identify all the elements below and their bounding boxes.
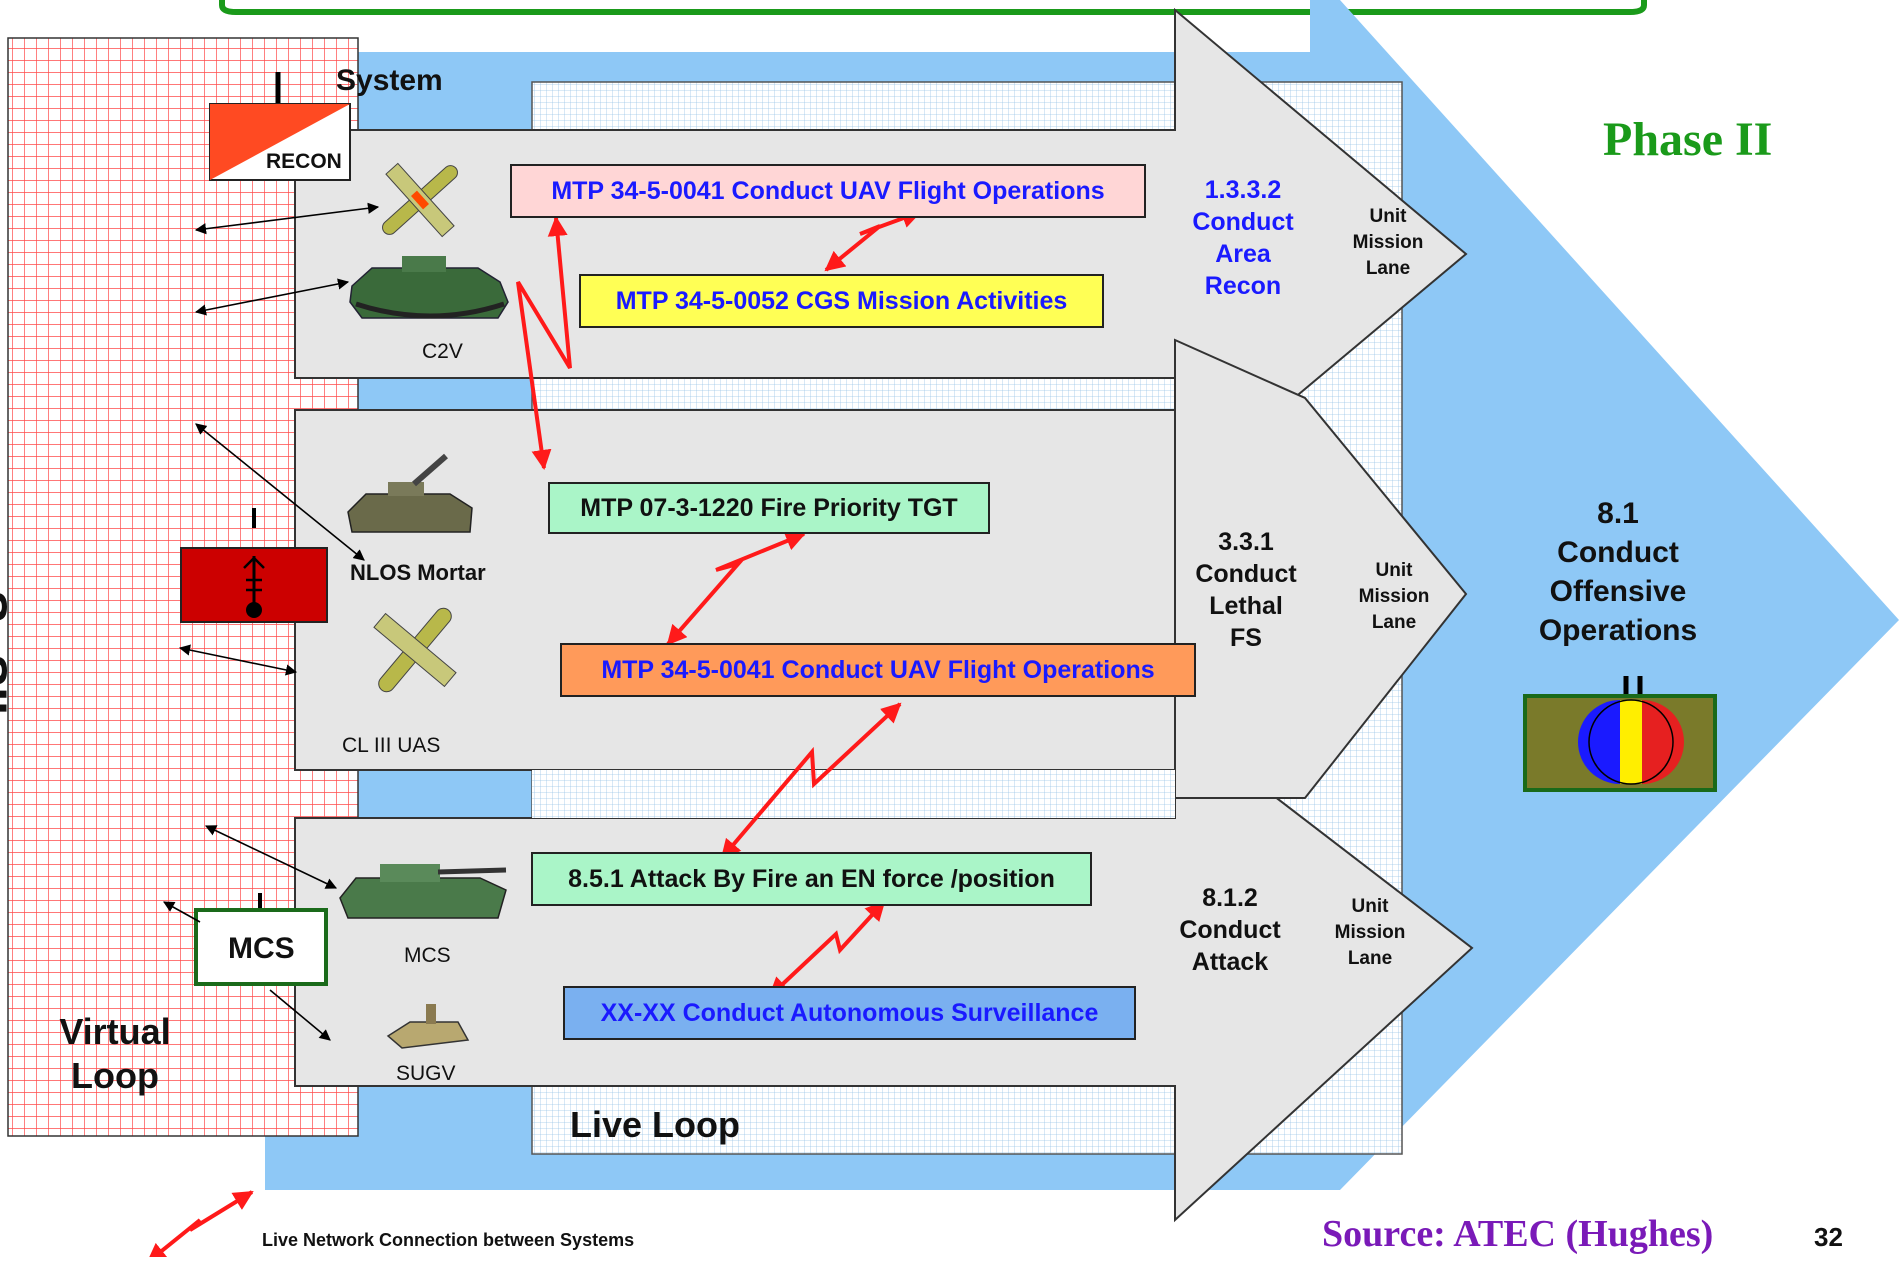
lane2-arrow-head (1174, 338, 1468, 799)
op-symbol-ring (1588, 699, 1674, 785)
op-symbol-yellow (1620, 700, 1642, 784)
op-symbol-red (1642, 700, 1684, 784)
phase-label: Phase II (1603, 113, 1773, 166)
page-number: 32 (1814, 1222, 1843, 1252)
virtual-loop-label: Virtual Loop (59, 1011, 171, 1096)
mcs-vehicle-label: MCS (404, 944, 451, 967)
task-autonomous-surveillance: XX-XX Conduct Autonomous Surveillance (563, 986, 1136, 1040)
live-loop-label: Live Loop (570, 1104, 740, 1145)
source-label: Source: ATEC (Hughes) (1322, 1213, 1714, 1255)
sugv-label: SUGV (396, 1062, 456, 1085)
sugv-icon (386, 1004, 470, 1049)
live-network-links (146, 208, 922, 1262)
task-cgs-mission: MTP 34-5-0052 CGS Mission Activities (579, 274, 1104, 328)
offensive-operations-label: 8.1 Conduct Offensive Operations (1538, 497, 1698, 647)
op-symbol-blue (1578, 700, 1620, 784)
c2v-icon (349, 256, 509, 319)
mortar-symbol-base (246, 602, 262, 618)
recon-symbol-fill (210, 104, 350, 180)
system-label: System (336, 64, 443, 97)
lane3-task-label: 8.1.2 Conduct Attack (1179, 884, 1281, 976)
uav-icon-1 (382, 162, 458, 238)
lane3-unit-mission-lane: Unit Mission Lane (1334, 896, 1406, 969)
mcs-symbol-label: MCS (228, 932, 295, 965)
sosil-links (163, 202, 380, 1041)
nlos-mortar-label: NLOS Mortar (350, 560, 486, 585)
c2v-label: C2V (422, 340, 463, 363)
uav-icon-2 (373, 607, 457, 693)
task-attack-by-fire: 8.5.1 Attack By Fire an EN force /positi… (531, 852, 1092, 906)
lane-gap (532, 770, 1175, 818)
task-uav-flight-2: MTP 34-5-0041 Conduct UAV Flight Operati… (560, 643, 1196, 697)
cl3-uas-label: CL III UAS (342, 734, 441, 757)
task-uav-flight-1: MTP 34-5-0041 Conduct UAV Flight Operati… (510, 164, 1146, 218)
lane2-unit-mission-lane: Unit Mission Lane (1358, 560, 1430, 633)
recon-label: RECON (266, 150, 342, 173)
task-fire-priority: MTP 07-3-1220 Fire Priority TGT (548, 482, 990, 534)
lane1-unit-mission-lane: Unit Mission Lane (1352, 206, 1424, 279)
legend-live-network: Live Network Connection between Systems (262, 1230, 635, 1250)
mcs-tank-icon (339, 864, 507, 919)
lane2-task-label: 3.3.1 Conduct Lethal FS (1195, 528, 1297, 652)
sosil-label: SoSIL (0, 590, 17, 732)
lane1-task-label: 1.3.3.2 Conduct Area Recon (1192, 176, 1294, 300)
top-banner-border (219, 0, 1647, 15)
nlos-mortar-icon (347, 453, 473, 533)
mcs-symbol (194, 908, 328, 986)
